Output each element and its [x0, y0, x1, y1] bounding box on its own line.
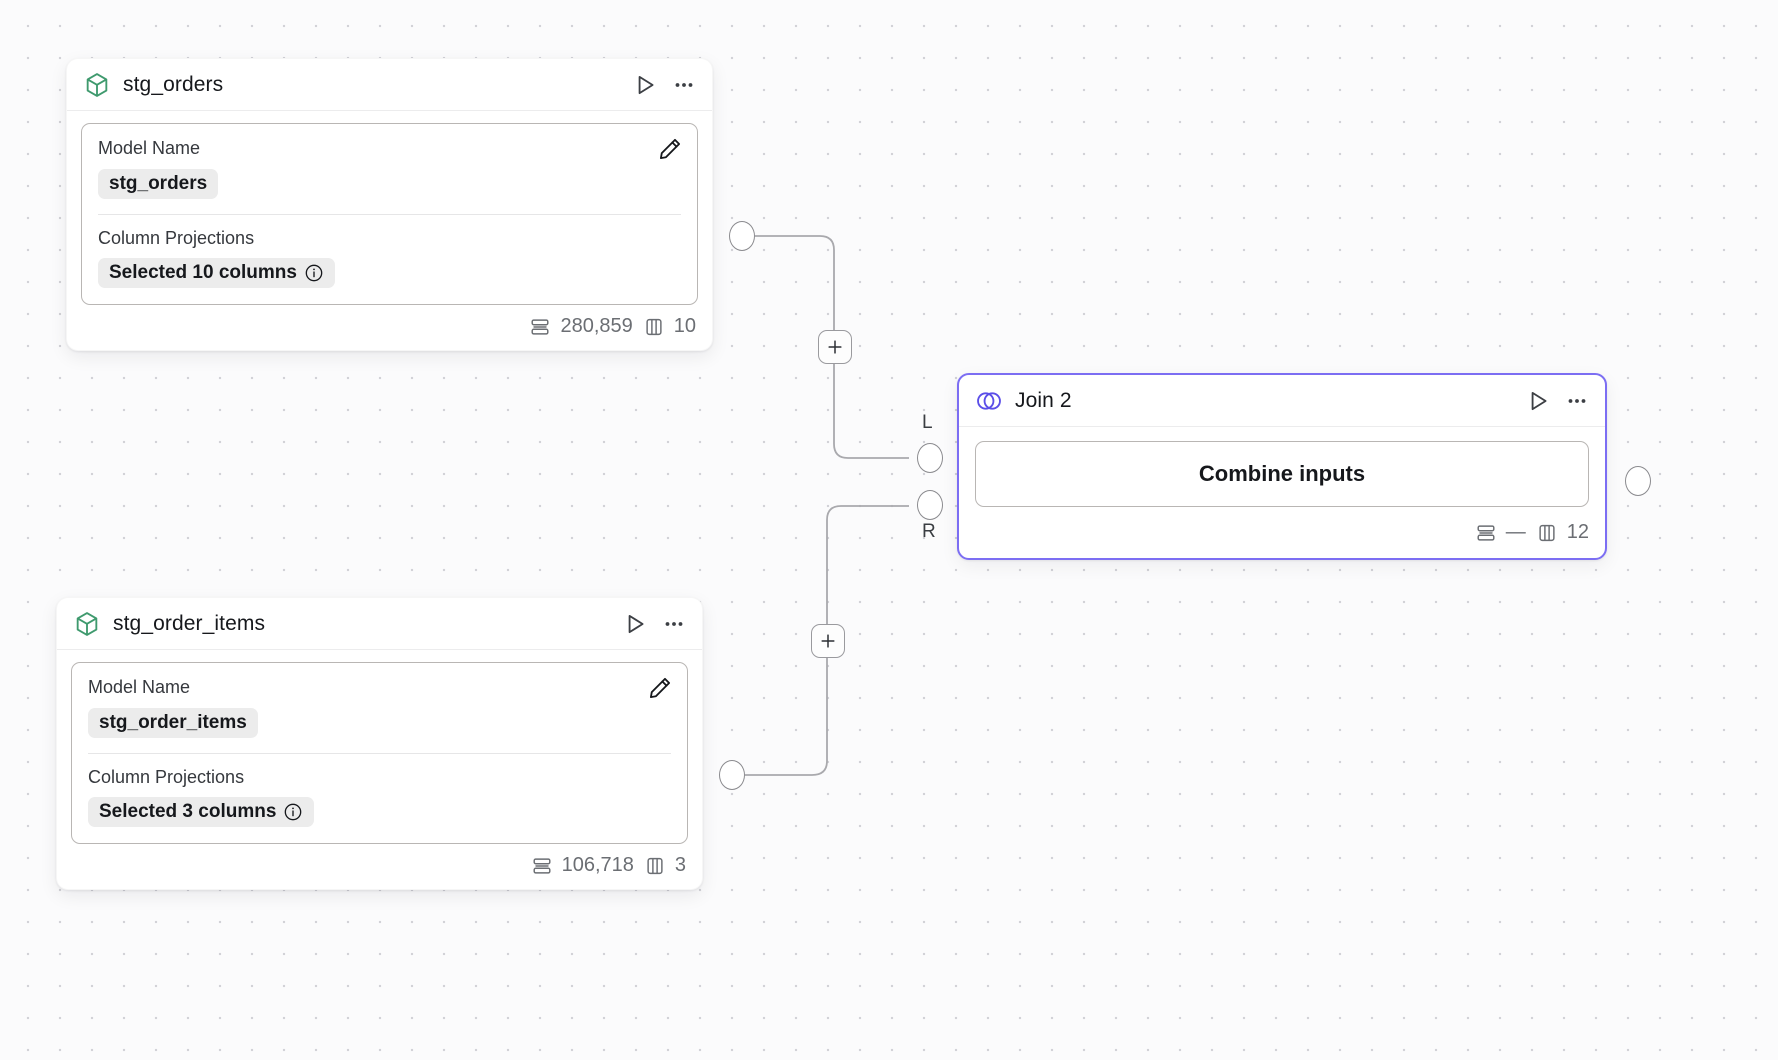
play-icon[interactable]	[1525, 388, 1551, 414]
node-title: Join 2	[1015, 388, 1072, 412]
row-count-stat: —	[1475, 521, 1526, 544]
add-node-button-edge-1[interactable]	[818, 330, 852, 364]
more-horizontal-icon[interactable]	[672, 73, 696, 97]
field-value-model-name[interactable]: stg_orders	[98, 168, 219, 199]
row-count-stat: 280,859	[529, 315, 633, 338]
node-footer-stats: 106,718 3	[57, 844, 702, 889]
field-value-model-name[interactable]: stg_order_items	[88, 707, 258, 738]
input-port-join2-right[interactable]	[917, 490, 943, 520]
more-horizontal-icon[interactable]	[1565, 389, 1589, 413]
column-count-value: 3	[674, 854, 686, 877]
pencil-icon[interactable]	[647, 675, 673, 701]
node-footer-stats: — 12	[959, 507, 1605, 558]
model-config-panel[interactable]: Model Name stg_order_items Column Projec…	[71, 662, 688, 845]
more-horizontal-icon[interactable]	[662, 612, 686, 636]
input-port-label-left: L	[922, 412, 933, 433]
node-footer-stats: 280,859 10	[67, 305, 712, 350]
output-port-stg-order-items[interactable]	[719, 760, 745, 790]
add-node-button-edge-2[interactable]	[811, 624, 845, 658]
field-label-model-name: Model Name	[88, 677, 191, 697]
output-port-stg-orders[interactable]	[729, 221, 755, 251]
node-body: Model Name stg_order_items Column Projec…	[57, 650, 702, 845]
info-icon[interactable]	[283, 802, 303, 822]
column-count-stat: 12	[1536, 521, 1589, 544]
rows-icon	[529, 316, 551, 338]
field-label-column-projections: Column Projections	[88, 766, 245, 787]
node-body: Combine inputs	[959, 427, 1605, 507]
venn-icon	[975, 387, 1003, 415]
node-header: Join 2	[959, 375, 1605, 427]
field-label-column-projections: Column Projections	[98, 227, 255, 248]
panel-divider	[98, 213, 681, 215]
play-icon[interactable]	[632, 72, 658, 98]
columns-icon	[643, 316, 665, 338]
chip-text: Selected 10 columns	[109, 262, 297, 284]
column-count-value: 12	[1566, 521, 1589, 543]
node-body: Model Name stg_orders Column Projections…	[67, 111, 712, 306]
node-join-2[interactable]: Join 2 Combine inputs	[957, 373, 1607, 560]
combine-inputs-button[interactable]: Combine inputs	[975, 441, 1589, 507]
row-count-value: 280,859	[560, 315, 633, 338]
chip-text: Selected 3 columns	[99, 801, 277, 823]
input-port-label-right: R	[922, 521, 936, 542]
model-config-panel[interactable]: Model Name stg_orders Column Projections…	[81, 123, 698, 306]
cube-icon	[73, 610, 101, 638]
columns-icon	[644, 855, 666, 877]
columns-icon	[1536, 522, 1558, 544]
panel-divider	[88, 752, 671, 754]
node-title: stg_order_items	[113, 611, 266, 635]
chip-text: stg_order_items	[99, 711, 247, 733]
row-count-stat: 106,718	[531, 854, 634, 877]
rows-icon	[1475, 522, 1497, 544]
row-count-value: —	[1505, 521, 1526, 543]
play-icon[interactable]	[622, 611, 648, 637]
field-value-column-projections[interactable]: Selected 3 columns	[88, 797, 315, 828]
node-header: stg_order_items	[57, 598, 702, 650]
rows-icon	[531, 855, 553, 877]
combine-inputs-label: Combine inputs	[1198, 461, 1366, 486]
field-value-column-projections[interactable]: Selected 10 columns	[98, 258, 335, 289]
column-count-stat: 3	[644, 854, 686, 877]
pencil-icon[interactable]	[657, 136, 683, 162]
field-label-model-name: Model Name	[98, 138, 201, 158]
node-stg-orders[interactable]: stg_orders	[66, 58, 713, 352]
output-port-join2[interactable]	[1625, 466, 1651, 496]
node-title: stg_orders	[123, 72, 224, 96]
info-icon[interactable]	[304, 263, 324, 283]
column-count-stat: 10	[643, 315, 696, 338]
node-header: stg_orders	[67, 59, 712, 111]
cube-icon	[83, 71, 111, 99]
chip-text: stg_orders	[109, 172, 208, 194]
node-stg-order-items[interactable]: stg_order_items	[56, 597, 703, 891]
column-count-value: 10	[673, 315, 696, 338]
input-port-join2-left[interactable]	[917, 443, 943, 473]
row-count-value: 106,718	[561, 854, 634, 877]
